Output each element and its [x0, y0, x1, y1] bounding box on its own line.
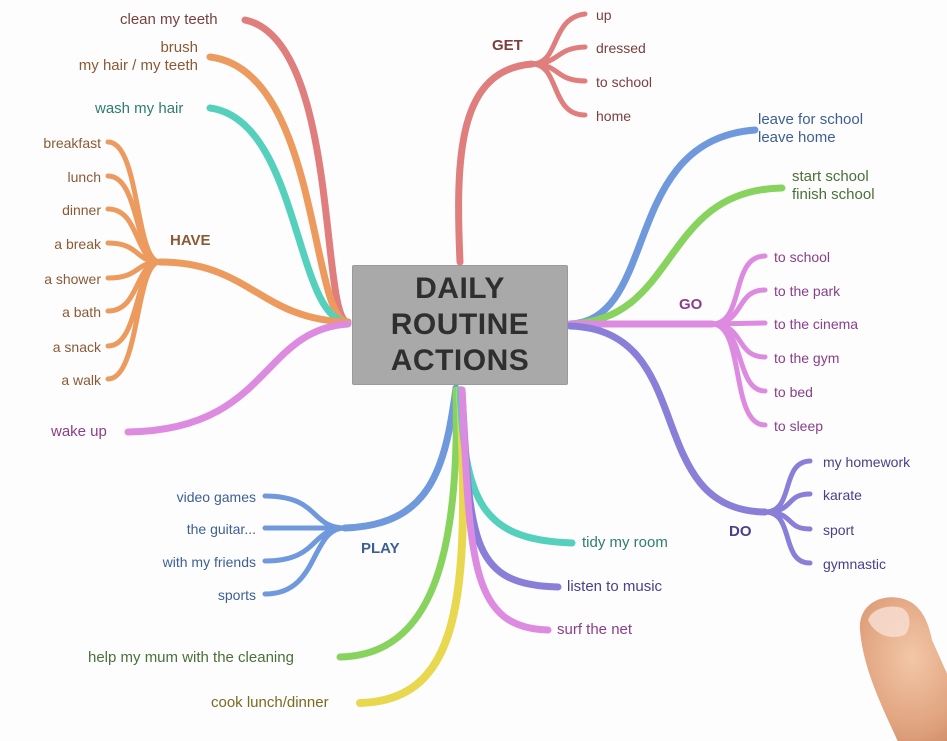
node-help[interactable]: help my mum with the cleaning: [88, 649, 294, 666]
node-have-item[interactable]: a bath: [62, 304, 101, 320]
link-brush: [206, 53, 352, 326]
node-have-item[interactable]: a snack: [52, 339, 101, 355]
node-tidy[interactable]: tidy my room: [582, 534, 668, 551]
node-surf[interactable]: surf the net: [557, 621, 633, 638]
thumb-image: [859, 597, 947, 741]
link-surf: [458, 386, 552, 634]
node-get-item[interactable]: home: [596, 108, 632, 124]
node-go-item[interactable]: to the cinema: [774, 316, 859, 332]
node-do-item[interactable]: sport: [823, 522, 855, 538]
node-leave[interactable]: leave for school leave home: [758, 111, 863, 147]
node-wake-up[interactable]: wake up: [51, 423, 107, 440]
node-do-item[interactable]: my homework: [823, 454, 911, 470]
central-topic-line: ROUTINE: [390, 308, 530, 341]
central-topic-line: DAILY: [415, 272, 505, 305]
node-go-item[interactable]: to sleep: [774, 418, 824, 434]
node-start-line: finish school: [792, 186, 875, 203]
node-do-item[interactable]: karate: [823, 487, 862, 503]
node-have-item[interactable]: a shower: [44, 271, 101, 287]
node-start[interactable]: start school finish school: [792, 168, 875, 204]
link-leave: [566, 126, 759, 328]
node-go[interactable]: GO: [679, 296, 703, 313]
node-brush-line: my hair / my teeth: [78, 57, 198, 74]
node-go-item[interactable]: to school: [774, 249, 831, 265]
link-have: [156, 258, 352, 326]
node-listen[interactable]: listen to music: [567, 578, 663, 595]
link-get-home: [529, 61, 588, 118]
link-help: [336, 386, 460, 661]
node-wash-hair[interactable]: wash my hair: [95, 100, 184, 117]
node-have-item[interactable]: a walk: [61, 372, 101, 388]
node-get-item[interactable]: up: [596, 7, 612, 23]
node-go-item[interactable]: to the park: [774, 283, 841, 299]
node-have[interactable]: HAVE: [170, 232, 211, 249]
node-get[interactable]: GET: [492, 37, 523, 54]
node-get-item[interactable]: to school: [596, 74, 653, 90]
node-leave-line: leave for school: [758, 111, 864, 128]
node-brush-line: brush: [160, 39, 198, 56]
link-clean-teeth: [241, 16, 352, 326]
central-topic[interactable]: DAILY ROUTINE ACTIONS: [352, 265, 568, 385]
node-go-item[interactable]: to bed: [774, 384, 813, 400]
node-play-item[interactable]: with my friends: [162, 554, 256, 570]
node-go-item[interactable]: to the gym: [774, 350, 840, 366]
link-get: [455, 60, 536, 266]
central-topic-line: ACTIONS: [390, 344, 530, 377]
node-brush[interactable]: brush my hair / my teeth: [60, 39, 198, 75]
node-have-item[interactable]: lunch: [67, 169, 101, 185]
link-do: [566, 322, 769, 516]
node-do-item[interactable]: gymnastic: [823, 556, 887, 572]
node-play-item[interactable]: sports: [217, 587, 256, 603]
link-start: [566, 184, 786, 328]
link-wash-hair: [206, 104, 352, 326]
link-wake-up: [124, 320, 352, 436]
node-leave-line: leave home: [758, 129, 836, 146]
node-do[interactable]: DO: [729, 523, 752, 540]
node-get-item[interactable]: dressed: [596, 40, 646, 56]
node-play-item[interactable]: the guitar...: [186, 521, 256, 537]
node-have-item[interactable]: breakfast: [43, 135, 101, 151]
node-cook[interactable]: cook lunch/dinner: [211, 694, 329, 711]
node-start-line: start school: [792, 168, 869, 185]
node-play[interactable]: PLAY: [361, 540, 400, 557]
node-have-item[interactable]: dinner: [62, 202, 101, 218]
link-tidy: [456, 386, 576, 547]
node-play-item[interactable]: video games: [176, 489, 256, 505]
link-get-dressed: [529, 44, 588, 67]
node-have-item[interactable]: a break: [54, 236, 101, 252]
node-clean-teeth[interactable]: clean my teeth: [120, 11, 218, 28]
link-play: [341, 384, 460, 532]
